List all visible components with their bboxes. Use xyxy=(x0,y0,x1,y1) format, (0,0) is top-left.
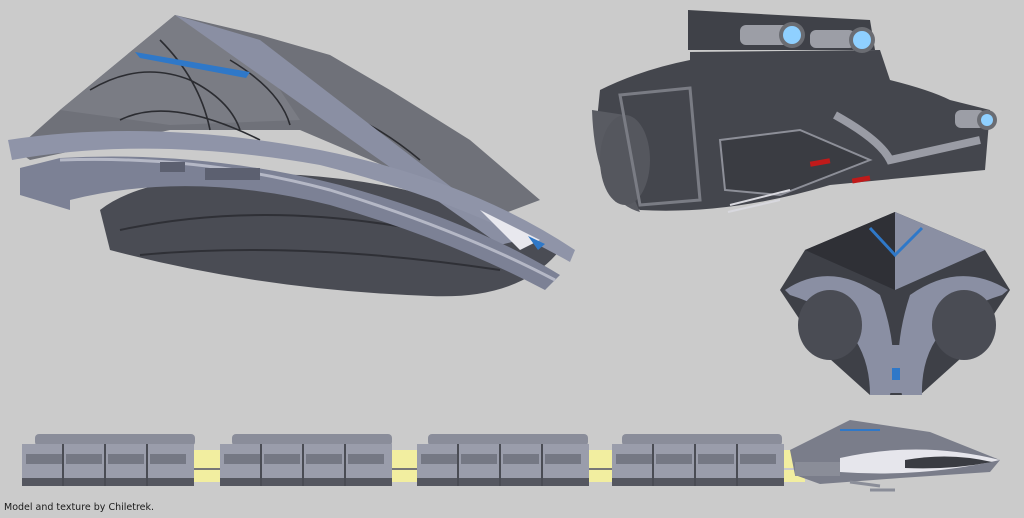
engine-nacelles xyxy=(740,22,997,130)
ship-side-profile xyxy=(790,420,1000,492)
credit-caption: Model and texture by Chiletrek. xyxy=(4,502,155,513)
front-ship-view xyxy=(770,200,1024,410)
rear-ship-view xyxy=(580,0,1024,230)
cargo-pod xyxy=(22,434,195,486)
perspective-ship-view xyxy=(0,0,600,310)
cargo-pod xyxy=(612,434,784,486)
cargo-pod xyxy=(417,434,589,486)
cargo-pod xyxy=(220,434,392,486)
side-view-cargo-train xyxy=(0,420,1024,500)
